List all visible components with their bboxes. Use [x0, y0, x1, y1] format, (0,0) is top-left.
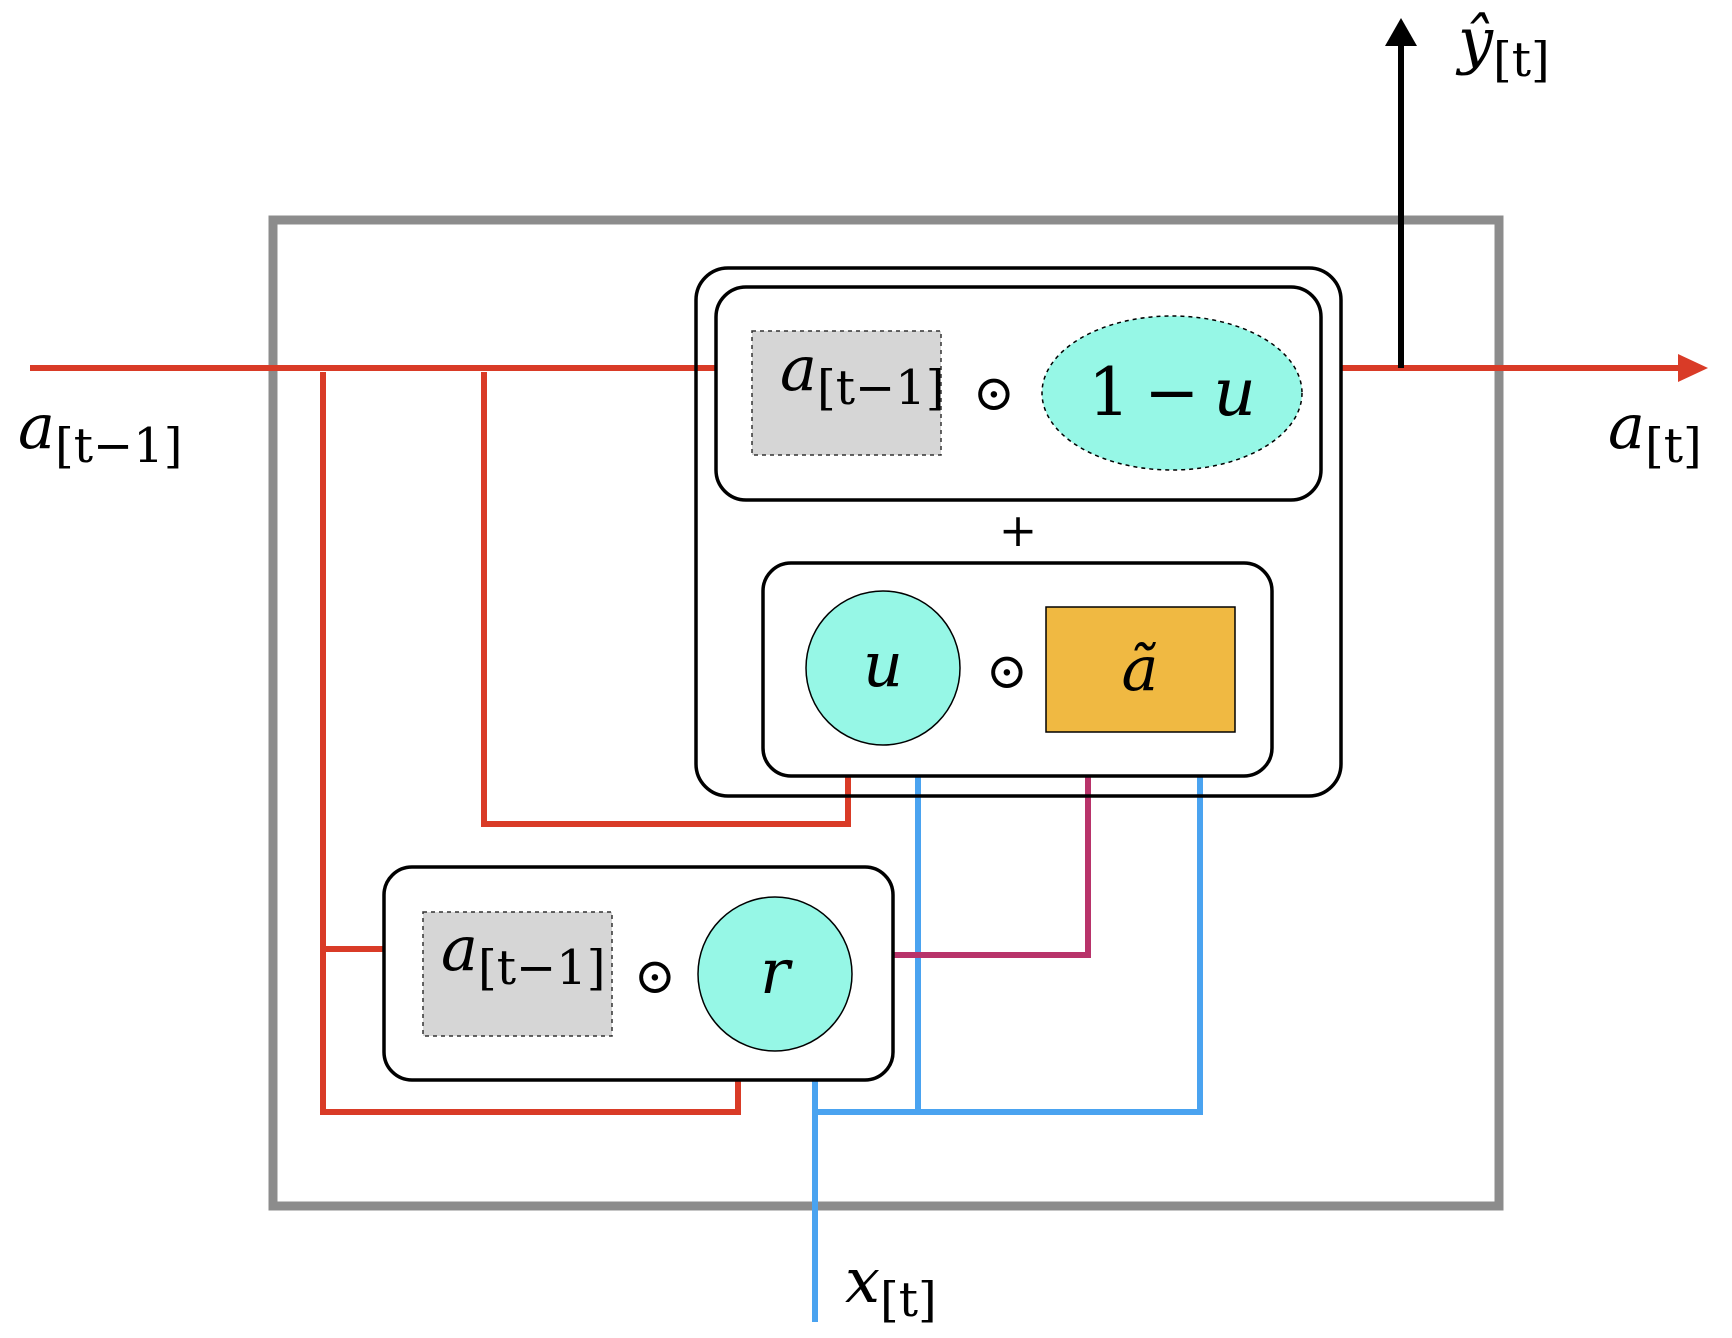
- one-minus-u-var: u: [1213, 354, 1256, 431]
- input-paths: [812, 732, 1203, 1322]
- prev-state-box-reset: [422, 911, 613, 1037]
- output-state-base: a: [1608, 390, 1645, 463]
- prev-state-top-base: a: [780, 332, 817, 405]
- input-state-base: a: [18, 390, 55, 463]
- prev-state-reset-sub: [t−1]: [478, 940, 606, 996]
- hadamard-op-top: ⊙: [973, 364, 1015, 422]
- output-y-base: ŷ: [1455, 4, 1494, 77]
- output-arrowhead: [1385, 18, 1417, 46]
- svg-text:x[t]: x[t]: [845, 1244, 937, 1328]
- update-gate-u: [805, 590, 961, 746]
- combination-box: [694, 266, 1343, 798]
- prev-state-box-top: [751, 330, 942, 456]
- prev-state-reset-base: a: [441, 912, 478, 985]
- plus-sign: +: [999, 503, 1038, 557]
- cell-boundary: [268, 215, 1504, 1211]
- output-state-sub: [t]: [1645, 418, 1702, 474]
- candidate-state-label: ã: [1122, 632, 1159, 705]
- one-minus-u-minus: −: [1144, 354, 1199, 431]
- reset-gate-r: [697, 896, 853, 1052]
- svg-text:ŷ[t]: ŷ[t]: [1455, 4, 1550, 88]
- one-minus-u-gate: [1041, 315, 1303, 471]
- svg-text:1−u: 1−u: [1088, 354, 1256, 431]
- state-output-arrowhead: [1678, 354, 1708, 382]
- input-state-sub: [t−1]: [55, 418, 183, 474]
- reset-to-candidate-path: [893, 732, 1091, 958]
- prev-state-top-sub: [t−1]: [817, 360, 945, 416]
- candidate-state-box: [1045, 606, 1236, 733]
- svg-text:a[t−1]: a[t−1]: [780, 332, 944, 416]
- svg-text:a[t−1]: a[t−1]: [441, 912, 605, 996]
- one-minus-u-num: 1: [1088, 354, 1130, 431]
- input-x-sub: [t]: [880, 1272, 937, 1328]
- update-gate-label: u: [863, 628, 903, 701]
- hadamard-op-bottom: ⊙: [986, 642, 1028, 700]
- hadamard-op-reset: ⊙: [634, 947, 676, 1005]
- input-bus: [815, 732, 1203, 1115]
- reset-gate-label: r: [760, 935, 793, 1008]
- svg-text:a[t−1]: a[t−1]: [18, 390, 182, 474]
- state-to-update-gate: [481, 372, 851, 827]
- output-y-sub: [t]: [1493, 32, 1550, 88]
- input-x-base: x: [845, 1244, 880, 1317]
- svg-text:a[t]: a[t]: [1608, 390, 1702, 474]
